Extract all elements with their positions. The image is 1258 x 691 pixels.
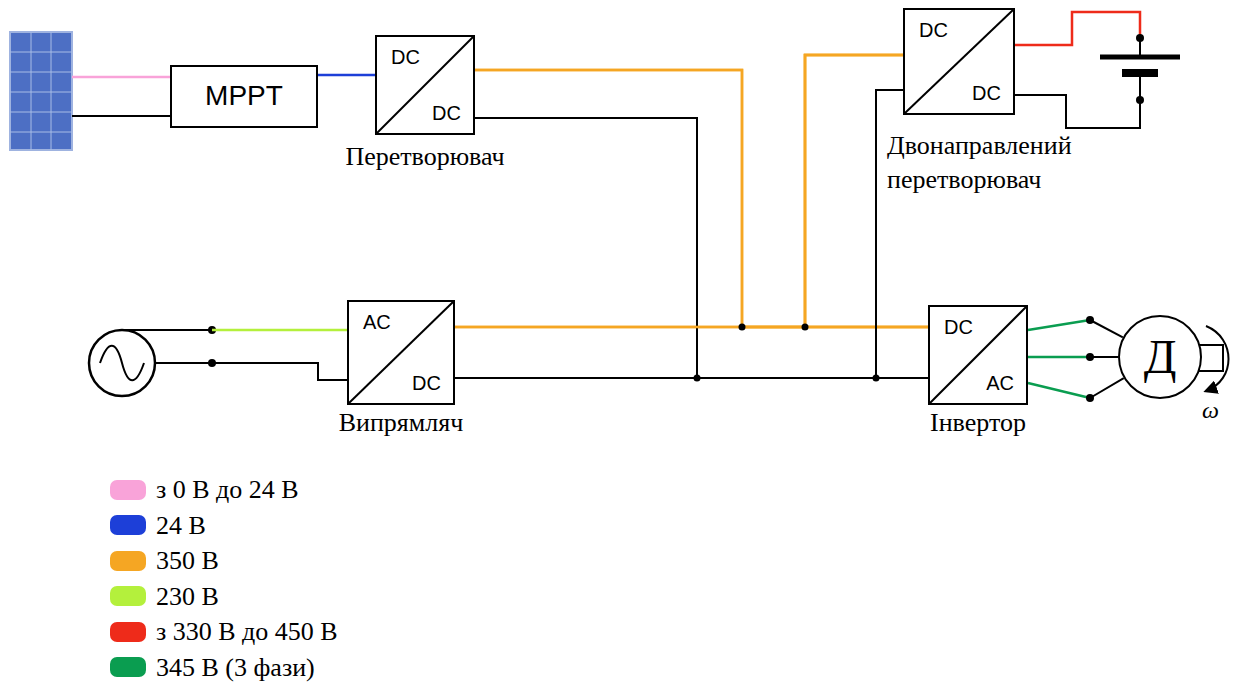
source-lead [122,329,212,331]
terminal-dot [1086,353,1094,361]
junction-dot [873,375,880,382]
legend-row: з 0 В до 24 В [110,472,338,508]
wire [318,74,375,77]
legend-text: з 330 В до 450 В [156,616,338,647]
wire [475,118,928,378]
wire [475,55,903,327]
wire [1090,378,1124,398]
junction-dot [694,375,701,382]
motor: Д [1118,315,1202,399]
battery-plate [1122,69,1158,77]
legend-text: 345 В (3 фази) [156,652,315,683]
motor-shaft [1199,345,1223,371]
port-type-label: AC [986,371,1014,395]
legend-swatch [110,622,146,642]
legend-text: 24 В [156,510,206,541]
block-caption: Інвертор [930,407,1026,440]
wire [455,55,903,327]
legend-row: 24 В [110,508,338,544]
panel-grid [10,92,72,93]
port-type-label: DC [972,81,1001,105]
panel-grid [10,112,72,113]
block-caption: Випрямляч [339,407,464,440]
legend-swatch [110,515,146,535]
wire [1028,356,1090,359]
panel-grid [10,52,72,53]
port-type-label: DC [919,18,948,42]
bidirectional-converter: DCDCДвонаправлений перетворювач [903,8,1015,115]
port-type-label: DC [412,371,441,395]
mppt-controller: MPPT [170,65,318,128]
angular-speed-symbol: ω [1202,398,1219,422]
port-type-label: DC [432,101,461,125]
power-connection [1028,320,1124,398]
motor-letter: Д [1144,333,1177,381]
panel-wire [72,76,170,79]
wire [1028,383,1090,398]
wire [475,90,903,378]
legend-swatch [110,657,146,677]
legend-row: 350 В [110,543,338,579]
panel-grid [10,132,72,133]
wire [1090,356,1118,358]
battery-plate [1100,55,1180,60]
wire [1090,320,1123,337]
terminal-dot [1136,34,1144,42]
inverter: DCACІнвертор [928,305,1028,405]
junction-dot [739,324,746,331]
power-connection [475,55,903,378]
legend-text: 230 В [156,581,219,612]
wire [455,90,903,378]
diagonal-line [905,10,1013,113]
legend-row: з 330 В до 450 В [110,614,338,650]
legend-row: 345 В (3 фази) [110,650,338,686]
legend-swatch [110,586,146,606]
power-connection [455,327,928,378]
legend-row: 230 В [110,579,338,615]
port-type-label: AC [363,310,391,334]
battery-wire [1015,12,1140,45]
grid-wire [212,363,347,380]
legend-swatch [110,551,146,571]
solar-panel [10,32,72,150]
power-connection [455,55,903,378]
grid-wire [212,329,347,332]
terminal-dot [1136,96,1144,104]
terminal-dot [1086,394,1094,402]
legend-text: 350 В [156,545,219,576]
rectifier: ACDCВипрямляч [347,300,455,405]
junction-dot [802,324,809,331]
box-label: MPPT [205,80,283,112]
block-caption: Перетворювач [345,141,504,174]
wire [1028,320,1090,330]
power-connection [475,70,928,378]
rotation-arrow [1206,326,1229,391]
terminal-dot [1086,316,1094,324]
ac-source [89,330,155,396]
diagonal-line [349,302,453,403]
battery-lead [1139,73,1141,100]
power-connection [318,75,375,76]
block-caption: Двонаправлений перетворювач [887,129,1107,197]
port-type-label: DC [944,315,973,339]
dc-dc-converter: DCDCПеретворювач [375,35,475,135]
battery-wire [1015,95,1140,128]
legend-text: з 0 В до 24 В [156,474,299,505]
panel-wire [72,115,170,117]
panel-grid [10,72,72,73]
diagonal-line [377,37,473,133]
sine-symbol [100,346,144,381]
port-type-label: DC [391,45,420,69]
legend: з 0 В до 24 В 24 В 350 В 230 В з 330 В до 45… [110,472,338,685]
diagonal-line [930,307,1026,403]
legend-swatch [110,480,146,500]
source-lead [155,362,212,364]
wire [475,70,928,327]
